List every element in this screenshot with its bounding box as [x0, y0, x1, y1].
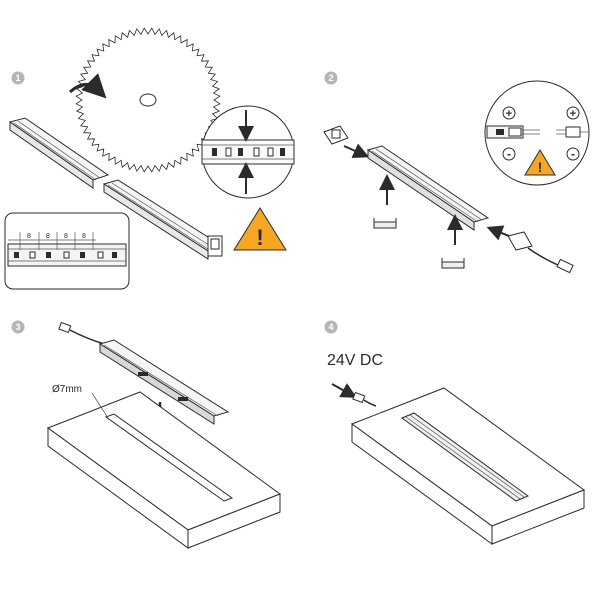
step-1-number: 1: [15, 73, 20, 83]
plus-terminal-left: [502, 106, 516, 120]
connector-icon: [352, 391, 377, 407]
minus-label: -: [507, 147, 511, 161]
connector-icon: [58, 321, 105, 345]
step-3-badge: [11, 320, 25, 334]
minus-terminal-right: [566, 147, 580, 161]
step-4-number: 4: [328, 322, 333, 332]
cut-mark-label: 8: [82, 233, 86, 240]
plus-label: +: [570, 108, 576, 120]
step-3-panel: 3 Ø7mm: [11, 320, 282, 549]
polarity-detail-magnifier: + - + - !: [484, 80, 590, 186]
mounting-board-installed: [350, 387, 586, 545]
minus-terminal-left: [502, 147, 516, 161]
routed-groove: [104, 413, 234, 502]
step-1-panel: 1: [4, 27, 295, 290]
cut-mark-label: 8: [27, 233, 31, 240]
power-supply-label: 24V DC: [327, 352, 383, 369]
profile-left-segment: [8, 117, 110, 189]
step-2-badge: [324, 71, 338, 85]
connector-icon: [507, 231, 574, 274]
installed-profile: [400, 412, 530, 502]
right-arrow-icon: [331, 383, 357, 398]
warning-glyph: !: [256, 225, 263, 250]
cut-detail-magnifier: [201, 105, 295, 199]
rotate-arrow-icon: [69, 73, 107, 99]
plus-label: +: [506, 108, 512, 120]
cut-mark-label: 8: [46, 233, 50, 240]
hole-leader-line: [91, 392, 109, 419]
hole-diameter-label: Ø7mm: [52, 384, 82, 395]
step-3-number: 3: [15, 322, 20, 332]
mounting-board: [46, 391, 282, 549]
minus-label: -: [571, 147, 575, 161]
end-cap: [323, 125, 349, 145]
profile-right-segment: [102, 179, 224, 260]
profile-with-strip: [366, 145, 490, 231]
cut-marks-inset: 8 8 8 8: [4, 212, 130, 290]
step-4-badge: [324, 320, 338, 334]
step-1-badge: [11, 71, 25, 85]
warning-glyph: !: [538, 159, 543, 175]
saw-blade-icon: [75, 27, 221, 173]
plus-terminal-right: [566, 106, 580, 120]
right-arrow-icon: [343, 143, 370, 159]
step-2-panel: 2: [323, 71, 590, 274]
step-2-number: 2: [328, 73, 333, 83]
clip-icon: [373, 218, 397, 229]
clip-icon: [441, 258, 465, 269]
profile-assembled: [98, 339, 230, 425]
step-4-panel: 4 24V DC: [324, 320, 586, 545]
warning-icon: !: [524, 149, 556, 176]
warning-icon: !: [233, 207, 287, 251]
cut-mark-label: 8: [64, 233, 68, 240]
